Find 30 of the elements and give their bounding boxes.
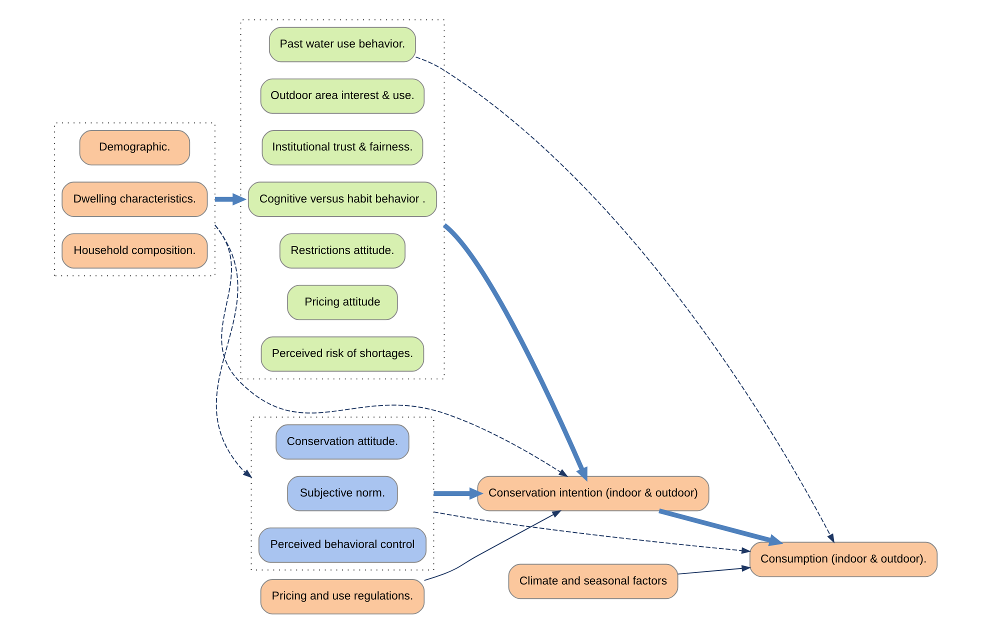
node-box: Past water use behavior. xyxy=(268,26,416,62)
node-box: Consumption (indoor & outdoor). xyxy=(749,542,938,578)
node-box: Subjective norm. xyxy=(287,476,398,512)
arrow xyxy=(214,224,252,478)
node-box: Cognitive versus habit behavior . xyxy=(248,182,438,217)
arrow xyxy=(442,223,588,482)
node-box: Climate and seasonal factors xyxy=(508,564,678,600)
arrow xyxy=(415,56,835,544)
cluster xyxy=(240,19,445,380)
node-box: Institutional trust & fairness. xyxy=(262,130,424,166)
arrow xyxy=(424,510,562,581)
node-box: Conservation intention (indoor & outdoor) xyxy=(477,476,710,512)
node-box: Dwelling characteristics. xyxy=(62,182,208,217)
node-box: Restrictions attitude. xyxy=(279,233,406,269)
cluster xyxy=(250,416,434,570)
arrow xyxy=(677,565,752,575)
node-box: Perceived behavioral control xyxy=(258,527,427,563)
node-box: Pricing and use regulations. xyxy=(260,579,425,614)
arrow xyxy=(658,508,784,546)
node-box: Perceived risk of shortages. xyxy=(260,336,424,372)
arrow xyxy=(434,487,484,500)
node-box: Household composition. xyxy=(62,233,208,269)
arrow xyxy=(433,511,752,554)
node-box: Demographic. xyxy=(79,130,190,166)
arrow xyxy=(214,193,247,206)
node-box: Outdoor area interest & use. xyxy=(260,78,425,114)
cluster xyxy=(54,122,216,276)
arrow xyxy=(214,224,568,478)
node-box: Pricing attitude xyxy=(287,284,398,320)
node-box: Conservation attitude. xyxy=(276,424,410,460)
